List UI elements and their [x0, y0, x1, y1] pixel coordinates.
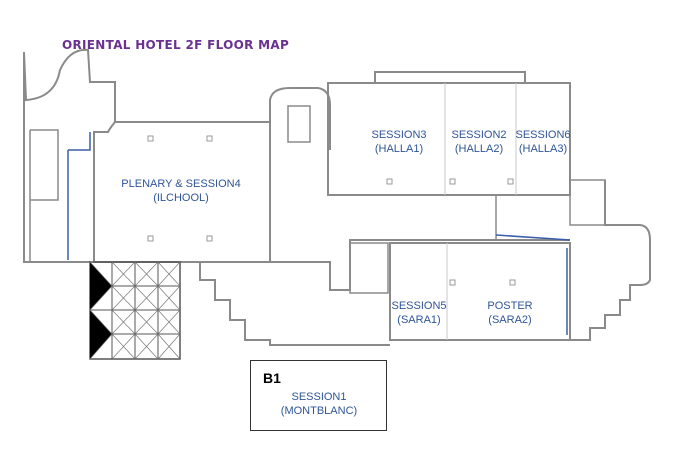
room-session2[interactable]: SESSION2 (HALLA2): [451, 128, 506, 156]
room-name: POSTER: [487, 300, 533, 312]
room-name: SESSION6: [515, 129, 571, 141]
room-session3[interactable]: SESSION3 (HALLA1): [371, 128, 426, 156]
room-sub: (ILCHOOL): [153, 192, 209, 204]
map-title: ORIENTAL HOTEL 2F FLOOR MAP: [62, 38, 290, 52]
room-name: SESSION5: [391, 300, 447, 312]
room-sub: (HALLA1): [374, 143, 424, 155]
room-plenary[interactable]: PLENARY & SESSION4 (ILCHOOL): [121, 177, 240, 205]
room-name: SESSION3: [371, 129, 427, 141]
room-name: PLENARY & SESSION4: [121, 178, 241, 190]
room-sub: (SARA1): [397, 314, 441, 326]
terrace-grid: [89, 261, 181, 360]
room-sub: (HALLA3): [518, 143, 568, 155]
floor-label: B1: [263, 370, 281, 386]
room-sub: (HALLA2): [454, 143, 504, 155]
room-sub: (MONTBLANC): [280, 405, 358, 417]
room-sub: (SARA2): [488, 314, 532, 326]
room-session1: SESSION1 (MONTBLANC): [281, 390, 357, 418]
room-session5[interactable]: SESSION5 (SARA1): [391, 299, 446, 327]
pillars: [147, 135, 516, 286]
room-poster[interactable]: POSTER (SARA2): [487, 299, 532, 327]
room-session6[interactable]: SESSION6 (HALLA3): [515, 128, 570, 156]
walls: [23, 48, 651, 346]
room-name: SESSION2: [451, 129, 507, 141]
room-name: SESSION1: [291, 391, 347, 403]
basement-session1-box[interactable]: B1 SESSION1 (MONTBLANC): [250, 360, 387, 431]
